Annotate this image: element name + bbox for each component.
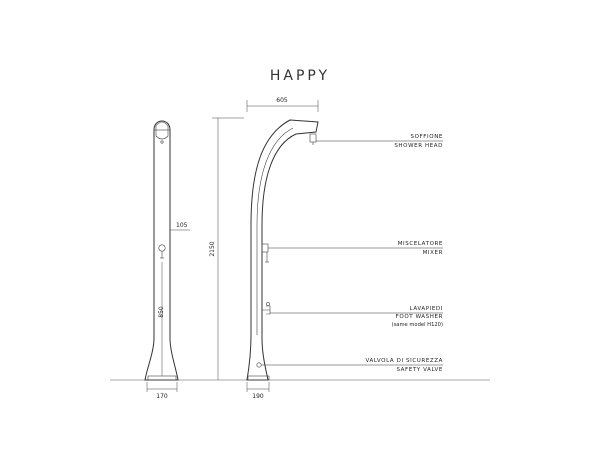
front-width-label: 170 <box>156 393 168 400</box>
callout-mixer: MISCELATORE MIXER <box>268 241 443 256</box>
front-base-plate <box>147 375 177 381</box>
callout-foot-washer-note: (same model H120) <box>392 322 443 328</box>
front-shower-head <box>155 121 169 140</box>
front-mixer-knob <box>158 244 166 252</box>
side-base-width-label: 190 <box>252 393 264 400</box>
side-view: 605 2150 190 <box>209 97 319 400</box>
front-view-body <box>144 120 179 381</box>
callout-foot-washer: LAVAPIEDI FOOT WASHER (same model H120) <box>270 306 443 328</box>
front-height-label: 850 <box>158 306 165 318</box>
side-base-plate <box>247 375 270 381</box>
callout-foot-washer-it: LAVAPIEDI <box>410 306 443 312</box>
side-safety-valve <box>256 362 262 368</box>
valve-height-label: 105 <box>176 222 188 229</box>
callout-foot-washer-en: FOOT WASHER <box>396 314 443 320</box>
side-top-width-label: 605 <box>276 97 288 104</box>
callout-safety-valve-it: VALVOLA DI SICUREZZA <box>365 358 443 364</box>
callout-shower-head-it: SOFFIONE <box>411 134 444 140</box>
side-view-body <box>246 119 319 381</box>
front-view: 170 105 850 <box>144 120 190 400</box>
callout-mixer-it: MISCELATORE <box>398 241 443 247</box>
callout-shower-head: SOFFIONE SHOWER HEAD <box>316 134 443 149</box>
total-height-label: 2150 <box>209 241 216 256</box>
side-inner-ridge <box>256 127 294 335</box>
callout-safety-valve: VALVOLA DI SICUREZZA SAFETY VALVE <box>261 358 443 373</box>
drawing-title: HAPPY <box>270 68 330 84</box>
callout-mixer-en: MIXER <box>423 250 443 256</box>
callout-safety-valve-en: SAFETY VALVE <box>396 367 443 373</box>
callout-shower-head-en: SHOWER HEAD <box>394 143 443 149</box>
side-mixer <box>261 243 269 253</box>
side-shower-head <box>309 133 317 143</box>
side-foot-washer <box>262 305 271 315</box>
